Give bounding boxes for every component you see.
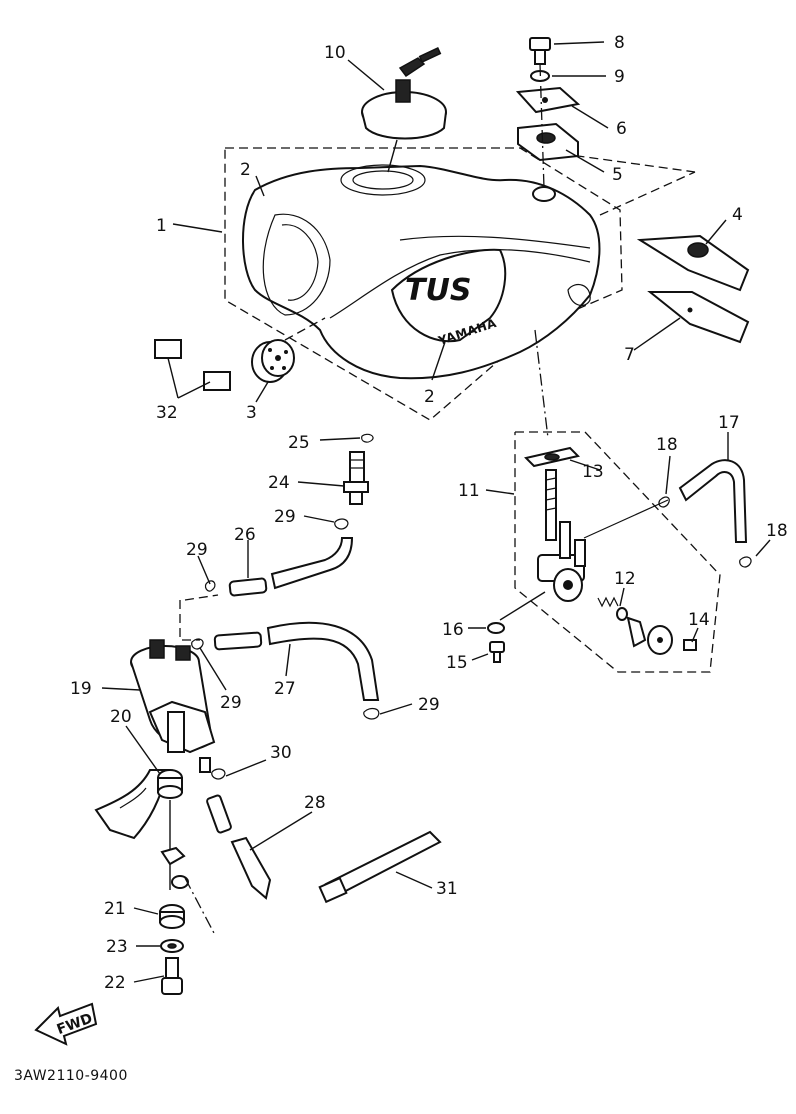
- screw-15: [489, 641, 505, 663]
- callout-3: 3: [246, 403, 257, 423]
- label-sticker-32b: [203, 371, 231, 391]
- nipple-24: [343, 451, 369, 505]
- callout-25: 25: [288, 433, 310, 453]
- damper-3: [251, 339, 295, 383]
- hose-bent-26b: [270, 537, 354, 590]
- petcock-group-outline: [514, 431, 721, 673]
- callout-29b: 29: [186, 540, 208, 560]
- callout-29c: 29: [220, 693, 242, 713]
- callout-1: 1: [156, 216, 167, 236]
- clip-29a: [334, 518, 349, 530]
- damper-5: [517, 122, 579, 162]
- tank-logo-graphic: TUS: [405, 273, 471, 308]
- callout-2b: 2: [424, 387, 435, 407]
- band-31: [318, 830, 442, 904]
- damper-axis: [284, 317, 326, 341]
- hose-short-29: [213, 631, 263, 651]
- hose-short-26: [228, 577, 268, 597]
- callout-4: 4: [732, 205, 743, 225]
- callout-20: 20: [110, 707, 132, 727]
- washer-23: [160, 939, 184, 953]
- callout-22: 22: [104, 973, 126, 993]
- washer-16: [487, 622, 505, 634]
- hose-28b: [230, 836, 272, 900]
- clip-18b: [739, 556, 752, 568]
- callout-31: 31: [436, 879, 458, 899]
- clip-29c: [191, 638, 204, 650]
- fuel-cock-11: [537, 469, 586, 602]
- bolt-8: [529, 37, 551, 65]
- callout-2a: 2: [240, 160, 251, 180]
- gasket-13: [524, 446, 580, 468]
- callout-32: 32: [156, 403, 178, 423]
- bolt-22: [161, 957, 183, 995]
- callout-5: 5: [612, 165, 623, 185]
- callout-30: 30: [270, 743, 292, 763]
- clip-29d: [363, 707, 380, 720]
- diagram-code: 3AW2110-9400: [14, 1068, 128, 1084]
- cap-leader: [387, 139, 398, 173]
- callout-9: 9: [614, 67, 625, 87]
- callout-29d: 29: [418, 695, 440, 715]
- callout-29a: 29: [274, 507, 296, 527]
- clip-29b: [204, 580, 216, 592]
- petcock-axis: [534, 329, 549, 439]
- callout-26: 26: [234, 525, 256, 545]
- callout-12: 12: [614, 569, 636, 589]
- bracket-dash-axis: [184, 877, 216, 936]
- callout-21: 21: [104, 899, 126, 919]
- callout-numbers: 1 2 2 3 4 5 6 7 8 9 10 11 12 13 14 15 16…: [70, 33, 788, 993]
- callout-27: 27: [274, 679, 296, 699]
- clip-18a: [658, 496, 670, 508]
- callout-13: 13: [582, 462, 604, 482]
- collar-21: [159, 904, 185, 929]
- plate-6: [515, 86, 581, 114]
- callout-19: 19: [70, 679, 92, 699]
- tank-cap: [361, 47, 447, 140]
- callout-7: 7: [624, 345, 635, 365]
- callout-28: 28: [304, 793, 326, 813]
- grommet: [532, 186, 556, 202]
- spring-12: [597, 596, 628, 621]
- clip-30: [211, 768, 226, 780]
- pump-bracket-20: [94, 769, 183, 840]
- callout-15: 15: [446, 653, 468, 673]
- bracket-lower: [160, 846, 189, 889]
- pump-group-outline: [179, 594, 219, 641]
- callout-8: 8: [614, 33, 625, 53]
- callout-18b: 18: [766, 521, 788, 541]
- callout-14: 14: [688, 610, 710, 630]
- callout-23: 23: [106, 937, 128, 957]
- fuel-tank: TUS YAMAHA: [242, 164, 601, 380]
- callout-11: 11: [458, 481, 480, 501]
- hose-17-leader: [583, 499, 669, 539]
- screw-axis: [499, 591, 546, 621]
- clamp-25: [361, 433, 374, 443]
- callout-24: 24: [268, 473, 290, 493]
- fuel-pump-19: [130, 639, 216, 773]
- callout-16: 16: [442, 620, 464, 640]
- bracket-4: [636, 234, 750, 292]
- callout-17: 17: [718, 413, 740, 433]
- label-sticker-32a: [154, 339, 182, 359]
- callout-18a: 18: [656, 435, 678, 455]
- hose-27: [266, 621, 380, 701]
- hose-17: [678, 459, 748, 543]
- plate-7: [647, 291, 750, 344]
- forward-arrow-icon: FWD: [34, 1002, 98, 1046]
- leader-lines: [101, 41, 771, 983]
- callout-10: 10: [324, 43, 346, 63]
- hose-28a: [206, 794, 232, 834]
- callout-6: 6: [616, 119, 627, 139]
- lever-14: [626, 616, 697, 655]
